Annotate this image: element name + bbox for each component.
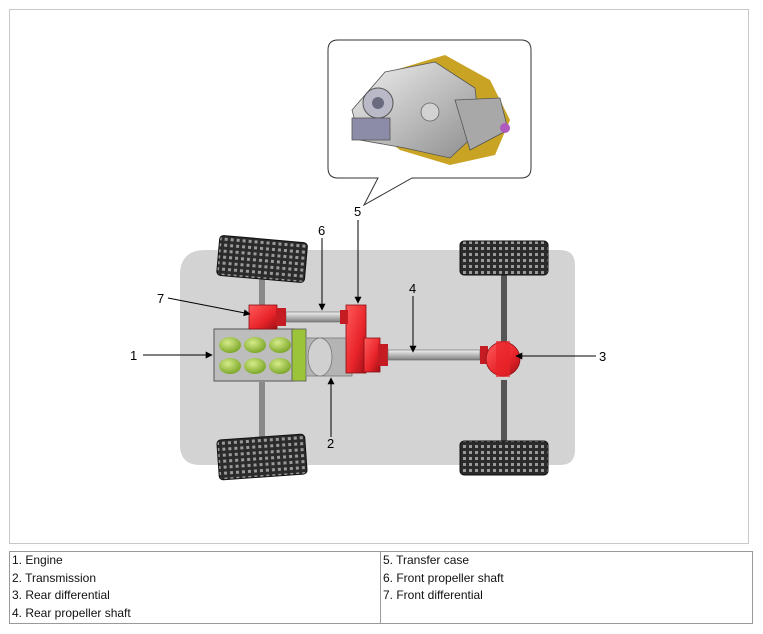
callout-3: 3	[599, 349, 606, 364]
rear-axle-lower	[501, 380, 507, 442]
front-axle-lower	[259, 382, 265, 447]
transfer-case-callout	[327, 39, 532, 207]
callout-7: 7	[157, 291, 164, 306]
legend-table: 1. Engine 2. Transmission 3. Rear differ…	[9, 551, 753, 624]
transfer-case	[345, 304, 388, 374]
legend-item: 6. Front propeller shaft	[383, 570, 504, 585]
transmission	[305, 337, 353, 377]
legend-item: 5. Transfer case	[383, 553, 470, 567]
legend-item: 1. Engine	[12, 553, 63, 567]
tire-front-left	[216, 235, 308, 283]
front-shaft-joint	[340, 310, 348, 324]
front-axle-upper	[259, 268, 265, 308]
leader-lines	[143, 220, 596, 437]
tire-rear-left	[459, 240, 549, 276]
rear-propeller-shaft	[387, 349, 481, 361]
engine	[213, 328, 307, 382]
front-propeller-shaft	[285, 311, 343, 323]
legend-column-left: 1. Engine 2. Transmission 3. Rear differ…	[9, 551, 381, 624]
callout-6: 6	[318, 223, 325, 238]
legend-item: 3. Rear differential	[12, 588, 110, 602]
callout-4: 4	[409, 281, 416, 296]
drivetrain-diagram: 1 2 3 4 5 6 7	[130, 39, 606, 481]
callout-5: 5	[354, 204, 361, 219]
rear-axle-upper	[501, 270, 507, 345]
callout-1: 1	[130, 348, 137, 363]
legend-item: 7. Front differential	[383, 588, 483, 602]
legend-column-right: 5. Transfer case 6. Front propeller shaf…	[380, 551, 753, 624]
front-differential	[248, 304, 286, 330]
rear-differential	[480, 341, 521, 377]
transfer-case-image	[351, 55, 510, 165]
tire-rear-right	[459, 440, 549, 476]
callout-2: 2	[327, 436, 334, 451]
tire-front-right	[216, 433, 308, 481]
legend-item: 4. Rear propeller shaft	[12, 605, 131, 620]
legend-item: 2. Transmission	[12, 570, 97, 585]
